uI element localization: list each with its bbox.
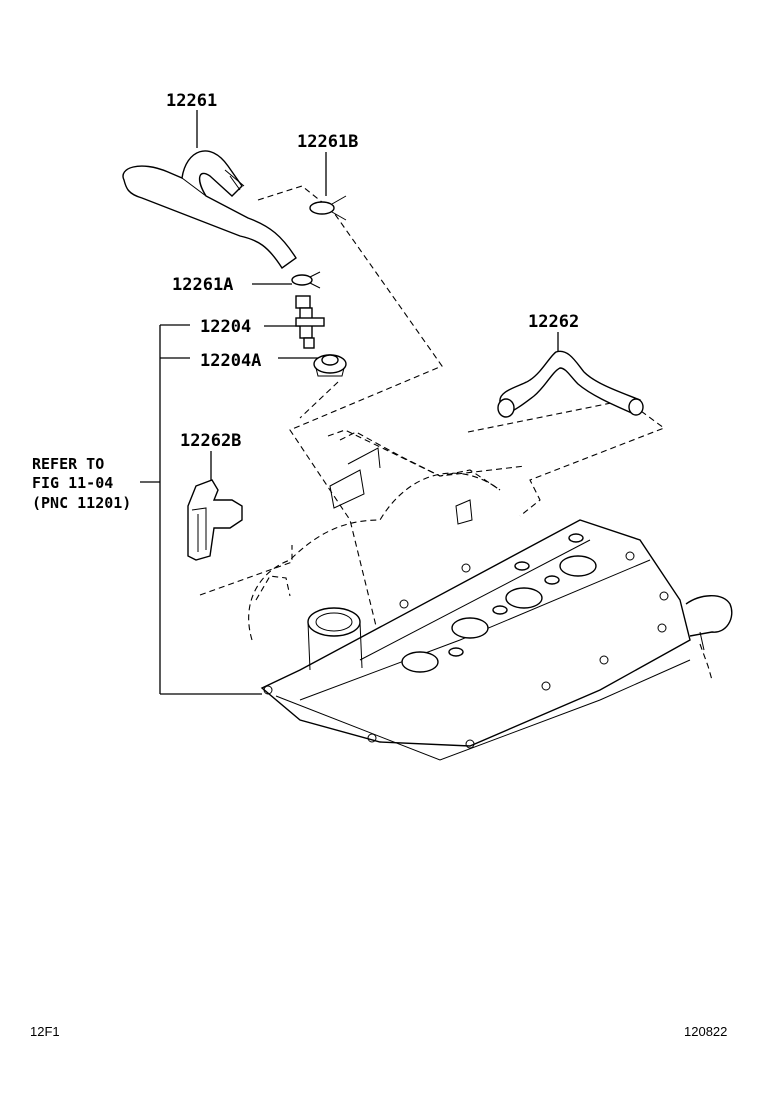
hose-12261[interactable] bbox=[122, 150, 297, 269]
label-12262[interactable]: 12262 bbox=[528, 312, 579, 332]
label-12204[interactable]: 12204 bbox=[200, 317, 251, 337]
grommet-12204a[interactable] bbox=[313, 354, 347, 377]
clip-12261a[interactable] bbox=[291, 271, 321, 289]
label-12262b[interactable]: 12262B bbox=[180, 431, 241, 451]
refer-note[interactable]: REFER TO FIG 11-04 (PNC 11201) bbox=[32, 455, 131, 512]
clip-12261b[interactable] bbox=[309, 195, 347, 221]
leader-lines bbox=[140, 110, 559, 695]
pcv-valve-12204[interactable] bbox=[295, 295, 325, 349]
label-12261b[interactable]: 12261B bbox=[297, 132, 358, 152]
label-12261[interactable]: 12261 bbox=[166, 91, 217, 111]
label-12261a[interactable]: 12261A bbox=[172, 275, 233, 295]
dashed-connectors bbox=[199, 185, 666, 627]
refer-line-3: (PNC 11201) bbox=[32, 494, 131, 512]
bracket-12262b[interactable] bbox=[187, 479, 243, 561]
label-12204a[interactable]: 12204A bbox=[200, 351, 261, 371]
cylinder-head-cover[interactable] bbox=[260, 519, 733, 761]
footer-left-code: 12F1 bbox=[30, 1024, 60, 1039]
hose-12262[interactable] bbox=[497, 350, 644, 418]
footer-right-code: 120822 bbox=[684, 1024, 727, 1039]
refer-line-2: FIG 11-04 bbox=[32, 474, 113, 492]
refer-line-1: REFER TO bbox=[32, 455, 104, 473]
engine-outline bbox=[248, 431, 713, 681]
